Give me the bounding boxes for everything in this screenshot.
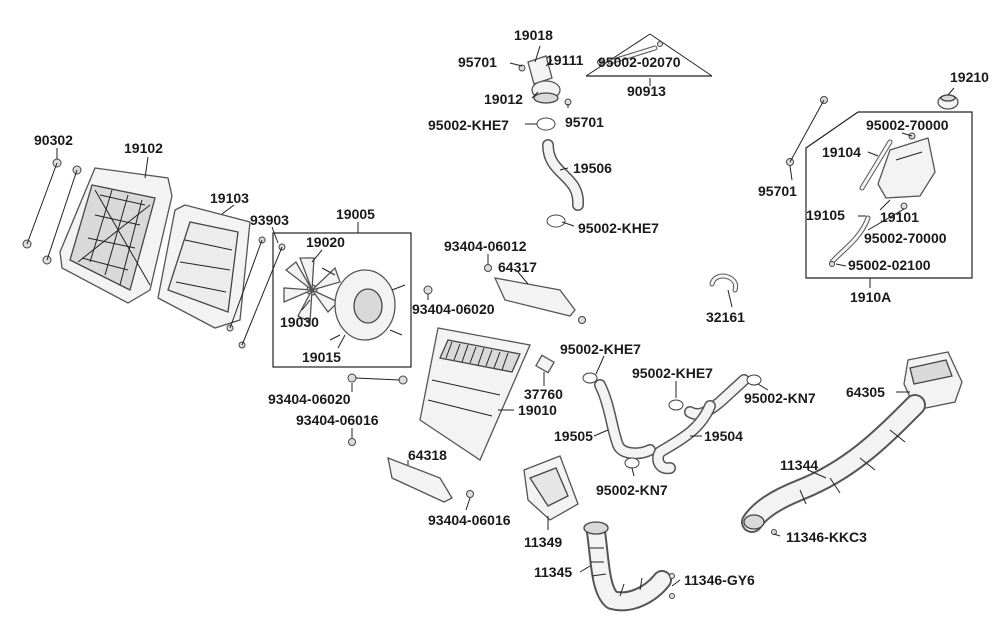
label-95701-top: 95701 xyxy=(458,54,497,70)
label-11346-gy6: 11346-GY6 xyxy=(684,572,755,588)
radiator-net xyxy=(157,204,251,329)
hose-clamp-19504 xyxy=(668,399,684,411)
label-93404-06020-upper: 93404-06020 xyxy=(412,301,495,317)
reservoir-hose-19104 xyxy=(859,139,893,191)
screw-set-93903 xyxy=(226,236,286,349)
label-19010: 19010 xyxy=(518,402,557,418)
radiator-cover-grille xyxy=(59,167,173,304)
air-duct-11344 xyxy=(741,394,926,535)
label-19015: 19015 xyxy=(302,349,341,365)
label-64317: 64317 xyxy=(498,259,537,275)
label-11344: 11344 xyxy=(780,457,818,473)
hose-19506 xyxy=(542,139,584,211)
hose-clamp-kn7-lower xyxy=(624,457,640,469)
bracket-64317 xyxy=(484,264,586,324)
label-95002-02100: 95002-02100 xyxy=(848,257,931,273)
label-11345: 11345 xyxy=(534,564,572,580)
air-duct-box-11349 xyxy=(523,455,579,521)
label-95002-khe7-middle: 95002-KHE7 xyxy=(560,341,641,357)
label-11349: 11349 xyxy=(524,534,562,550)
label-93404-06020-lower: 93404-06020 xyxy=(268,391,351,407)
label-19504: 19504 xyxy=(704,428,743,444)
label-64318: 64318 xyxy=(408,447,447,463)
thermostat-housing xyxy=(518,55,572,106)
label-93404-06016-lower: 93404-06016 xyxy=(428,512,511,528)
label-95002-khe7-upper: 95002-KHE7 xyxy=(578,220,659,236)
label-19506: 19506 xyxy=(573,160,612,176)
air-duct-11345 xyxy=(583,521,675,612)
radiator-core xyxy=(419,327,531,461)
label-95002-02070: 95002-02070 xyxy=(598,54,681,70)
label-19105: 19105 xyxy=(806,207,845,223)
screw-set-95701-right xyxy=(786,96,828,166)
label-93404-06016-upper: 93404-06016 xyxy=(296,412,379,428)
screw-set-90302 xyxy=(22,158,82,265)
bypass-hose-90913 xyxy=(585,33,713,77)
label-95002-kn7-lower: 95002-KN7 xyxy=(596,482,668,498)
temperature-sensor xyxy=(535,354,555,374)
label-19018: 19018 xyxy=(514,27,553,43)
label-19103: 19103 xyxy=(210,190,249,206)
fan-shroud xyxy=(321,267,406,341)
label-90913: 90913 xyxy=(627,83,666,99)
label-95002-khe7-top: 95002-KHE7 xyxy=(428,117,509,133)
bracket-64318 xyxy=(387,456,474,503)
label-19505: 19505 xyxy=(554,428,593,444)
fan-blade xyxy=(283,257,341,324)
hose-clamp-kn7-upper xyxy=(746,374,762,386)
label-37760: 37760 xyxy=(524,386,563,402)
leader-lines xyxy=(56,45,955,587)
label-19111: 19111 xyxy=(546,52,584,68)
label-19005: 19005 xyxy=(336,206,375,222)
label-95002-kn7-right: 95002-KN7 xyxy=(744,390,816,406)
label-19030: 19030 xyxy=(280,314,319,330)
label-64305: 64305 xyxy=(846,384,885,400)
label-32161: 32161 xyxy=(706,309,745,325)
reservoir-tank xyxy=(877,132,936,210)
label-95002-70000-top: 95002-70000 xyxy=(866,117,949,133)
reservoir-hose-19105 xyxy=(829,215,871,267)
hose-19505 xyxy=(594,379,656,460)
label-93903: 93903 xyxy=(250,212,289,228)
label-95701-mid: 95701 xyxy=(565,114,604,130)
label-19104: 19104 xyxy=(822,144,861,160)
hose-clamp-lower xyxy=(546,214,566,228)
label-19012: 19012 xyxy=(484,91,523,107)
label-95002-70000-bottom: 95002-70000 xyxy=(864,230,947,246)
label-19210: 19210 xyxy=(950,69,989,85)
label-93404-06012: 93404-06012 xyxy=(444,238,527,254)
label-19101: 19101 xyxy=(880,209,919,225)
hose-19504 xyxy=(652,374,750,475)
hose-clamp-19505 xyxy=(582,372,598,384)
label-95002-khe7-right: 95002-KHE7 xyxy=(632,365,713,381)
hose-clamp-upper xyxy=(536,117,556,131)
reservoir-cap xyxy=(937,94,959,110)
label-1910A: 1910A xyxy=(850,289,891,305)
label-90302: 90302 xyxy=(34,132,73,148)
fan-group-box xyxy=(272,232,412,368)
label-95701-right: 95701 xyxy=(758,183,797,199)
label-11346-kkc3: 11346-KKC3 xyxy=(786,529,867,545)
clamp-band-32161 xyxy=(709,273,739,293)
bolt-93404-06020-upper xyxy=(423,285,433,295)
bolt-93404-06020-lower xyxy=(347,373,408,385)
label-19020: 19020 xyxy=(306,234,345,250)
label-19102: 19102 xyxy=(124,140,163,156)
bolt-93404-06016-upper xyxy=(348,438,356,446)
reservoir-group-box xyxy=(805,111,973,279)
